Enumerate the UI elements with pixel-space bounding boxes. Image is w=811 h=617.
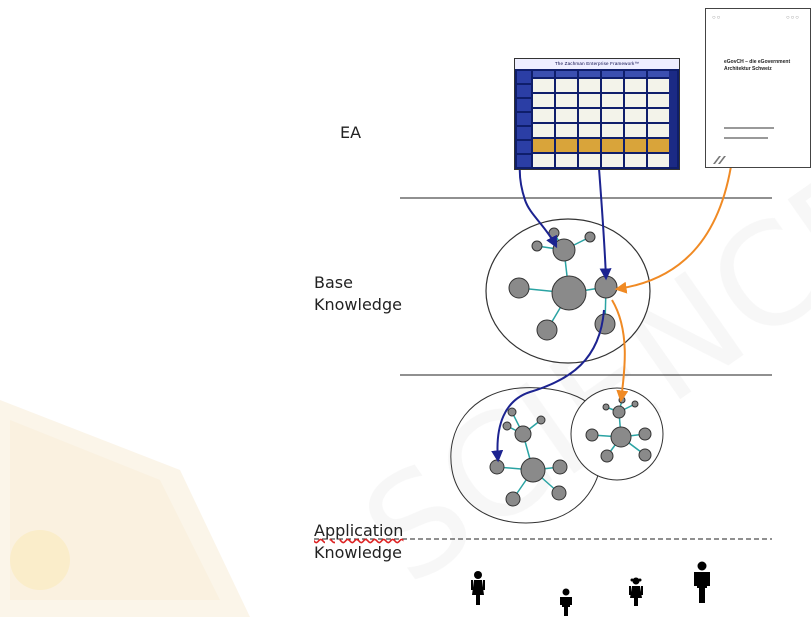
zachman-framework-thumbnail: The Zachman Enterprise Framework™ <box>514 58 680 170</box>
base-node <box>531 240 543 252</box>
doc-text-line <box>724 137 768 139</box>
app-node <box>502 421 512 431</box>
app-node <box>536 415 546 425</box>
base-node <box>584 231 596 243</box>
base-node-center <box>551 275 587 311</box>
app-node <box>507 407 517 417</box>
child-icon <box>560 588 572 616</box>
doc-text-line <box>724 127 774 129</box>
doc-dots-icon: ○○ <box>712 15 722 21</box>
app-node-center <box>520 457 546 483</box>
application-graph-right <box>570 387 664 481</box>
zachman-side-bar <box>669 71 677 167</box>
app-node <box>612 405 626 419</box>
label-app-line2: Knowledge <box>314 543 402 562</box>
app-left-boundary <box>450 387 602 524</box>
man-icon <box>694 561 710 603</box>
base-node <box>594 313 616 335</box>
label-base-line1: Base <box>314 273 353 292</box>
app-node <box>638 427 652 441</box>
arrow-base-to-app-right <box>611 299 629 403</box>
app-node <box>600 449 614 463</box>
arrow-base-to-app-left <box>491 309 605 463</box>
egovch-document-thumbnail: ○○ ○○○ eGovCH – die eGovernment Architek… <box>705 8 811 168</box>
app-node <box>638 448 652 462</box>
app-node <box>602 403 610 411</box>
label-app-line1: Application <box>314 521 404 540</box>
base-node <box>536 319 558 341</box>
base-graph-nodes <box>508 227 618 341</box>
arrow-doc-to-base <box>614 159 733 294</box>
base-knowledge-graph <box>485 218 651 364</box>
label-application-knowledge: Application Knowledge <box>314 520 403 564</box>
base-node <box>594 275 618 299</box>
app-node <box>505 491 521 507</box>
app-node <box>514 425 532 443</box>
girl-icon <box>629 577 643 606</box>
app-node <box>552 459 568 475</box>
label-ea-text: EA <box>340 123 362 142</box>
zachman-title: The Zachman Enterprise Framework™ <box>515 59 679 69</box>
app-node <box>551 485 567 501</box>
zachman-grid <box>533 71 669 167</box>
swiss-logo-icon <box>713 156 726 164</box>
label-base-knowledge: Base Knowledge <box>314 272 402 316</box>
zachman-row-headers <box>517 71 531 167</box>
label-ea: EA <box>340 122 361 144</box>
app-node <box>585 428 599 442</box>
label-base-line2: Knowledge <box>314 295 402 314</box>
app-node-center <box>610 426 632 448</box>
doc-dots-icon: ○○○ <box>786 15 800 21</box>
document-title: eGovCH – die eGovernment Architektur Sch… <box>724 59 791 72</box>
app-node <box>489 459 505 475</box>
base-node <box>508 277 530 299</box>
woman-icon <box>471 571 485 605</box>
people <box>471 561 710 616</box>
base-node <box>552 238 576 262</box>
app-node <box>631 400 639 408</box>
